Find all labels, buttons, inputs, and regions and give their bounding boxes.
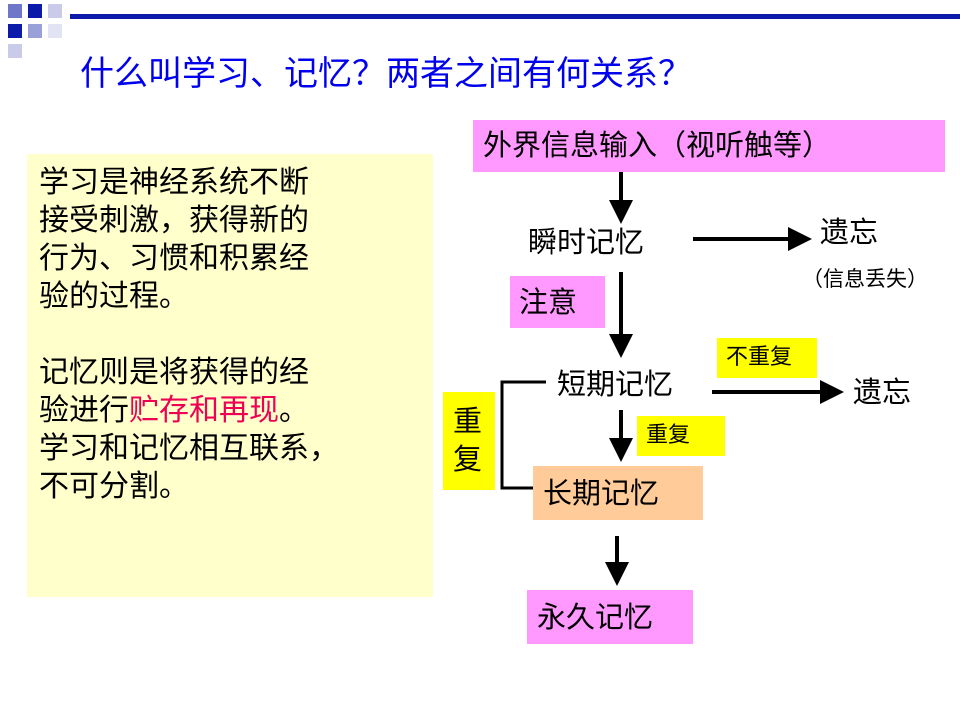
long-term-memory-box: 长期记忆 bbox=[533, 466, 703, 520]
forget-note: （信息丢失） bbox=[802, 267, 928, 291]
explanation-panel: 学习是神经系统不断 接受刺激，获得新的 行为、习惯和积累经 验的过程。 记忆则是… bbox=[27, 154, 433, 597]
permanent-memory-box: 永久记忆 bbox=[527, 590, 693, 644]
explanation-line: 学习和记忆相互联系， bbox=[39, 431, 339, 466]
title-bar-line bbox=[70, 14, 960, 19]
repeat-inline-box: 重复 bbox=[637, 416, 725, 456]
short-term-memory-label: 短期记忆 bbox=[557, 367, 674, 401]
explanation-text: 验进行 bbox=[39, 393, 129, 428]
sensory-memory-label: 瞬时记忆 bbox=[528, 225, 645, 259]
input-box: 外界信息输入（视听触等） bbox=[473, 120, 945, 172]
no-repeat-box: 不重复 bbox=[717, 338, 817, 378]
explanation-line: 记忆则是将获得的经 bbox=[39, 355, 309, 390]
explanation-line: 学习是神经系统不断 bbox=[39, 165, 309, 200]
attention-box: 注意 bbox=[510, 276, 605, 328]
explanation-text: 。 bbox=[279, 393, 309, 428]
forget-label-2: 遗忘 bbox=[853, 375, 912, 409]
explanation-line: 接受刺激，获得新的 bbox=[39, 203, 309, 238]
explanation-line: 不可分割。 bbox=[39, 469, 189, 504]
repeat-side-box: 重复 bbox=[443, 392, 495, 490]
explanation-line: 行为、习惯和积累经 bbox=[39, 241, 309, 276]
explanation-line: 验的过程。 bbox=[39, 279, 189, 314]
forget-label-1: 遗忘 bbox=[820, 215, 879, 249]
highlight-text: 贮存和再现 bbox=[129, 393, 279, 428]
explanation-line: 验进行贮存和再现。 bbox=[39, 392, 423, 430]
slide-title: 什么叫学习、记忆？两者之间有何关系？ bbox=[80, 54, 692, 94]
